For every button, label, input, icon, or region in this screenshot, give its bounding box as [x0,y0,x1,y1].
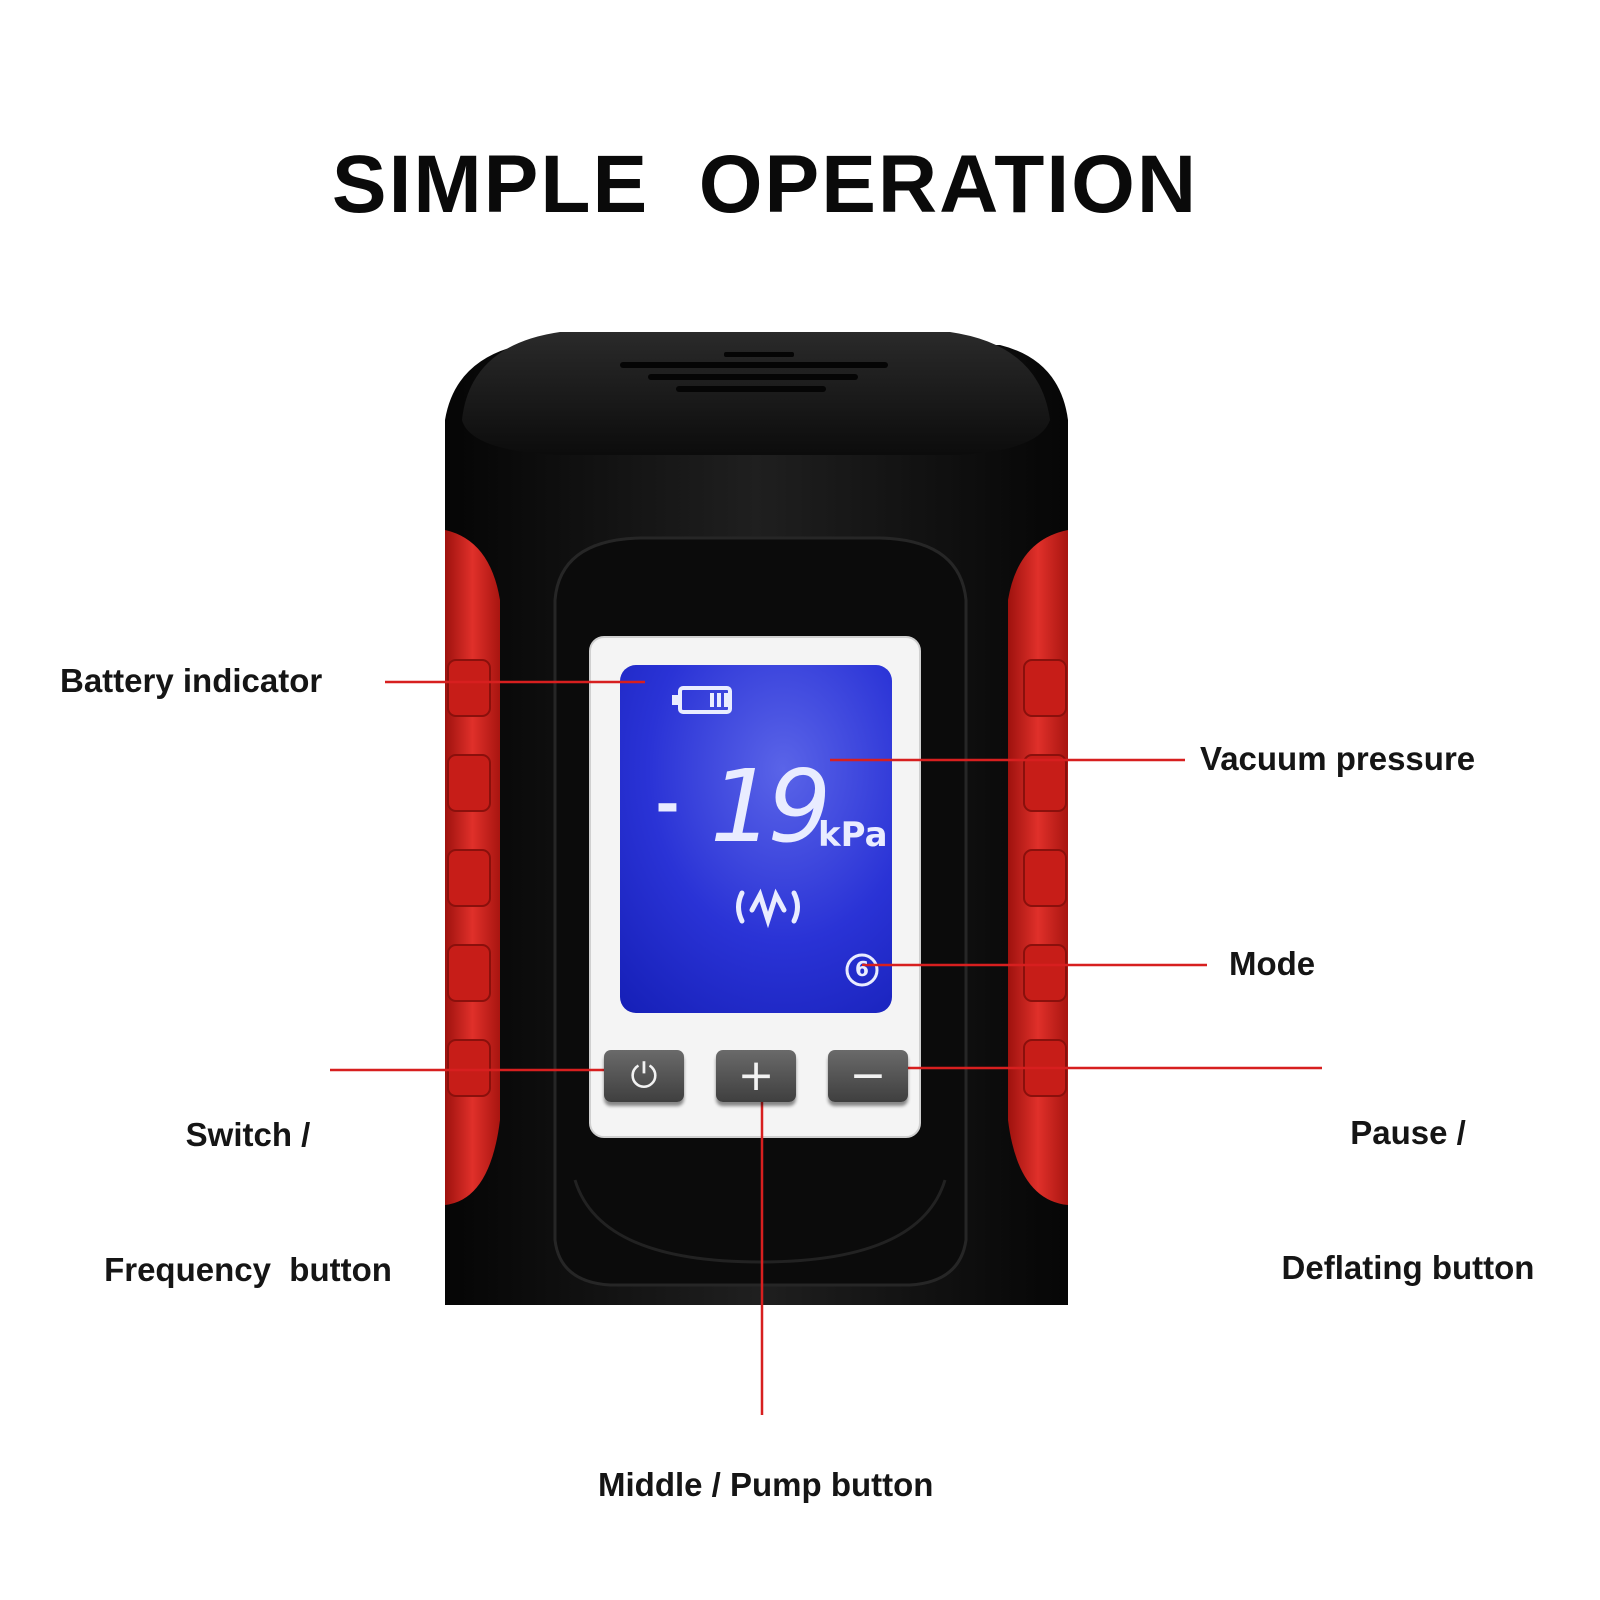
right-grip-ridges [1023,659,1067,1097]
frequency-icon [736,888,800,929]
label-pause-deflating: Pause / Deflating button [1258,1020,1558,1335]
pressure-unit: kPa [818,815,888,855]
plus-icon: + [737,1050,775,1101]
label-switch-line1: Switch / [185,1116,311,1153]
deflate-minus-button[interactable]: − [828,1050,908,1102]
minus-icon: − [849,1050,887,1101]
leader-lines [330,680,1322,1415]
device-top-cap [462,332,1050,455]
lcd-screen [620,665,892,1013]
label-mode: Mode [1229,945,1316,982]
label-vacuum-pressure: Vacuum pressure [1200,740,1476,777]
pump-plus-button[interactable]: + [716,1050,796,1102]
label-switch-line2: Frequency button [104,1251,392,1288]
pressure-value: 19 [710,748,831,865]
battery-icon [672,686,732,714]
label-middle-pump: Middle / Pump button [598,1466,934,1503]
label-battery-indicator: Battery indicator [60,662,323,699]
mode-icon [845,953,879,987]
label-switch-frequency: Switch / Frequency button [78,1022,418,1337]
pressure-sign: - [650,770,685,838]
label-pause-line2: Deflating button [1281,1249,1535,1286]
power-button[interactable]: ⏻ [604,1050,684,1102]
page-title: SIMPLE OPERATION [331,139,1199,230]
power-icon: ⏻ [630,1056,658,1096]
left-grip-ridges [447,659,491,1097]
mode-value: 6 [855,957,869,981]
label-pause-line1: Pause / [1350,1114,1466,1151]
vent-grille [620,352,888,392]
